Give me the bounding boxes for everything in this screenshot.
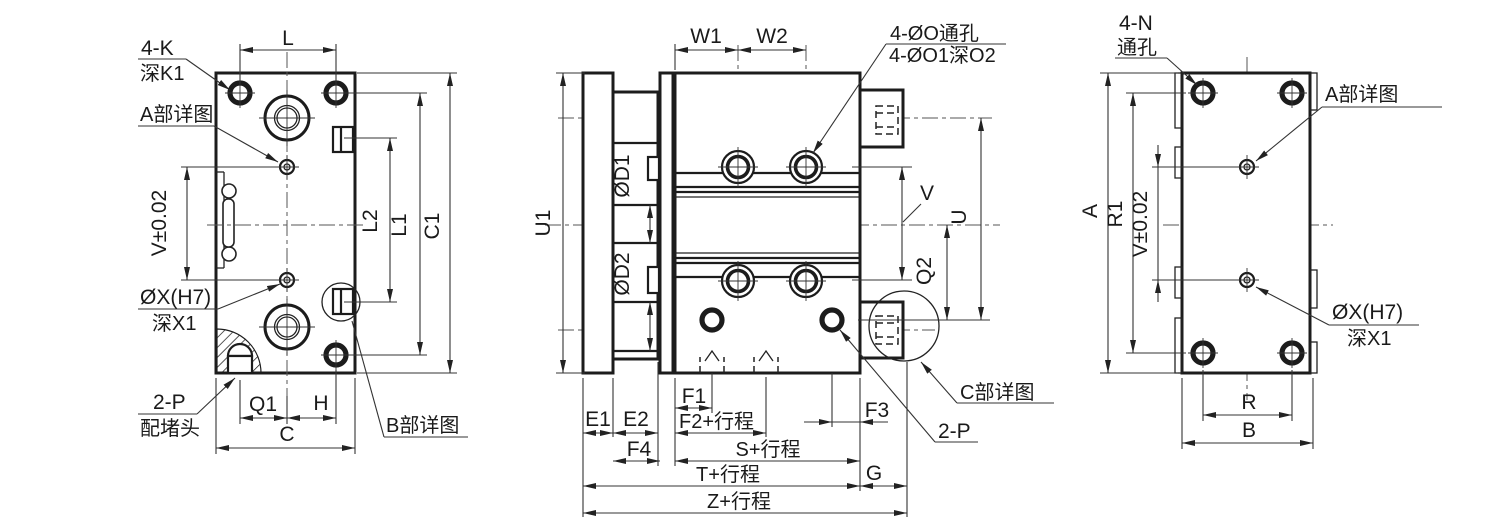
- dim-w1: W1: [690, 25, 722, 48]
- plug-2p: [226, 342, 254, 375]
- label-2p-port: 2-P: [938, 420, 971, 443]
- middle-extension-lines: [556, 44, 990, 517]
- left-view: L V±0.02 Q1 H C L2 L1 C1 4-K 深K1: [138, 27, 468, 454]
- dim-w2: W2: [756, 25, 788, 48]
- dim-d2: ØD2: [611, 252, 634, 295]
- left-view-dimensions: L V±0.02 Q1 H C L2 L1 C1: [148, 27, 457, 454]
- dim-e2: E2: [623, 408, 649, 431]
- middle-view: ØD1 ØD2: [532, 22, 1054, 517]
- right-dowel-holes: [1235, 155, 1259, 292]
- counterbore-holes-o: [718, 147, 826, 301]
- right-view-body-outline: [1180, 71, 1312, 375]
- right-view-callouts: 4-N 通孔 A部详图 ØX(H7) 深X1: [1115, 12, 1442, 350]
- dim-c: C: [279, 423, 294, 446]
- label-ox: ØX(H7): [140, 286, 211, 309]
- dim-d1: ØD1: [611, 154, 634, 197]
- label-plug-note: 配堵头: [140, 417, 200, 440]
- middle-view-callouts: 4-ØO通孔 4-ØO1深O2 2-P C部详图: [812, 22, 1054, 443]
- dim-q2: Q2: [913, 257, 936, 285]
- label-detail-c: C部详图: [960, 381, 1034, 404]
- label-detail-a: A部详图: [140, 103, 213, 126]
- dowel-holes-x: [275, 155, 299, 292]
- dim-u1: U1: [532, 210, 555, 237]
- middle-dimensions: W1 W2 U1 V U Q2 F1 E1 E2 F2+行程 F4 S+行程: [532, 25, 984, 516]
- left-edge-rail: [216, 171, 237, 269]
- left-view-callouts: 4-K 深K1 A部详图 ØX(H7) 深X1 2-P 配堵头 B部详图: [138, 37, 468, 440]
- right-dimensions: A R1 V±0.02 R B: [1079, 73, 1313, 446]
- dim-g: G: [866, 462, 882, 485]
- label-k-depth: 深K1: [140, 62, 184, 85]
- dim-v-tol-right: V±0.02: [1129, 191, 1152, 257]
- dim-v: V: [920, 182, 934, 205]
- dim-s: S+行程: [735, 438, 800, 461]
- end-plate: [581, 71, 615, 375]
- dim-z: Z+行程: [707, 490, 771, 513]
- dim-r: R: [1241, 391, 1256, 414]
- dim-v-tol: V±0.02: [148, 190, 171, 256]
- dim-l1: L1: [388, 213, 411, 236]
- dim-l2: L2: [359, 209, 382, 232]
- dim-e1: E1: [585, 408, 611, 431]
- spacer-column: ØD1 ØD2: [611, 90, 661, 361]
- rod-bore-top: [259, 90, 315, 146]
- dim-r1: R1: [1104, 201, 1127, 228]
- air-ports: [699, 307, 845, 333]
- label-detail-b: B部详图: [386, 414, 459, 437]
- detail-circle-c: [868, 290, 940, 362]
- dim-f1: F1: [682, 385, 707, 408]
- right-view: A R1 V±0.02 R B 4-N 通孔 A部详图 ØX(H7) 深X1: [1079, 12, 1442, 449]
- port-block-bottom: [858, 300, 905, 360]
- dim-t: T+行程: [696, 463, 760, 486]
- dim-l: L: [282, 27, 294, 50]
- label-ox-right: ØX(H7): [1332, 301, 1403, 324]
- dim-h: H: [313, 392, 328, 415]
- dim-q1: Q1: [249, 393, 277, 416]
- dim-b: B: [1242, 419, 1256, 442]
- label-o-spec: 4-ØO通孔: [890, 22, 979, 45]
- edge-rails: [1174, 72, 1318, 374]
- dim-f4: F4: [627, 438, 652, 461]
- dim-f3: F3: [865, 399, 890, 422]
- label-2p: 2-P: [153, 391, 186, 414]
- label-4k: 4-K: [141, 37, 174, 60]
- adapter-strip: [658, 71, 675, 375]
- label-n-note: 通孔: [1117, 36, 1157, 59]
- label-o-spec2: 4-ØO1深O2: [889, 44, 996, 67]
- through-holes-n: [1188, 78, 1307, 368]
- label-detail-a-right: A部详图: [1325, 83, 1398, 106]
- label-4n: 4-N: [1119, 12, 1153, 35]
- right-extension-lines: [1100, 72, 1314, 449]
- label-x-depth-right: 深X1: [1347, 327, 1391, 350]
- bottom-hidden-ports: [699, 349, 779, 373]
- dim-f2: F2+行程: [679, 410, 754, 433]
- label-x-depth: 深X1: [152, 312, 196, 335]
- sensor-slot-top: [331, 125, 355, 154]
- dim-a: A: [1079, 204, 1102, 218]
- rod-bore-bottom: [259, 299, 315, 355]
- dim-u: U: [948, 209, 971, 224]
- port-block-top: [858, 88, 905, 149]
- dim-c1: C1: [421, 213, 444, 240]
